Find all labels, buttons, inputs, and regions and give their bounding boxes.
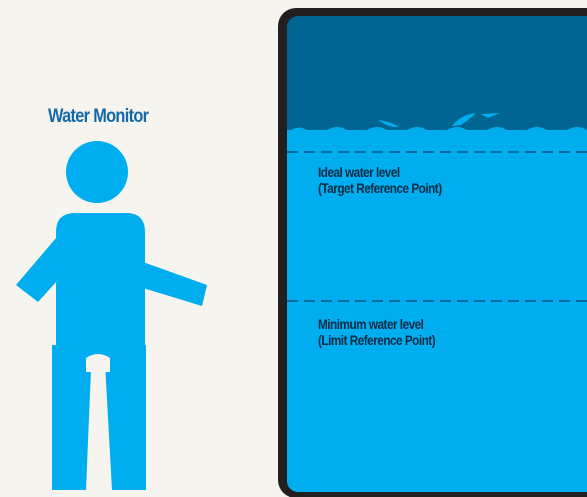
water-surface-waves — [287, 127, 587, 140]
fish-icon — [481, 113, 500, 118]
minimum-level-label: Minimum water level (Limit Reference Poi… — [318, 316, 436, 348]
minimum-level-title: Minimum water level — [318, 316, 424, 332]
minimum-level-subtitle: (Limit Reference Point) — [318, 332, 436, 348]
fish-icon — [452, 113, 476, 126]
ideal-level-subtitle: (Target Reference Point) — [318, 180, 442, 196]
person-right-arm — [143, 262, 207, 306]
person-left-arm — [16, 224, 74, 302]
fish-icon — [378, 120, 399, 128]
person-right-leg — [104, 345, 146, 490]
person-head — [66, 141, 128, 203]
person-torso — [56, 213, 145, 358]
tank-water — [287, 130, 587, 492]
ideal-level-label: Ideal water level (Target Reference Poin… — [318, 164, 442, 196]
person-left-leg — [52, 345, 92, 490]
tank-air-region — [287, 16, 587, 146]
person-leg-gap — [86, 354, 110, 372]
diagram-title: Water Monitor — [48, 106, 149, 127]
ideal-level-title: Ideal water level — [318, 164, 400, 180]
